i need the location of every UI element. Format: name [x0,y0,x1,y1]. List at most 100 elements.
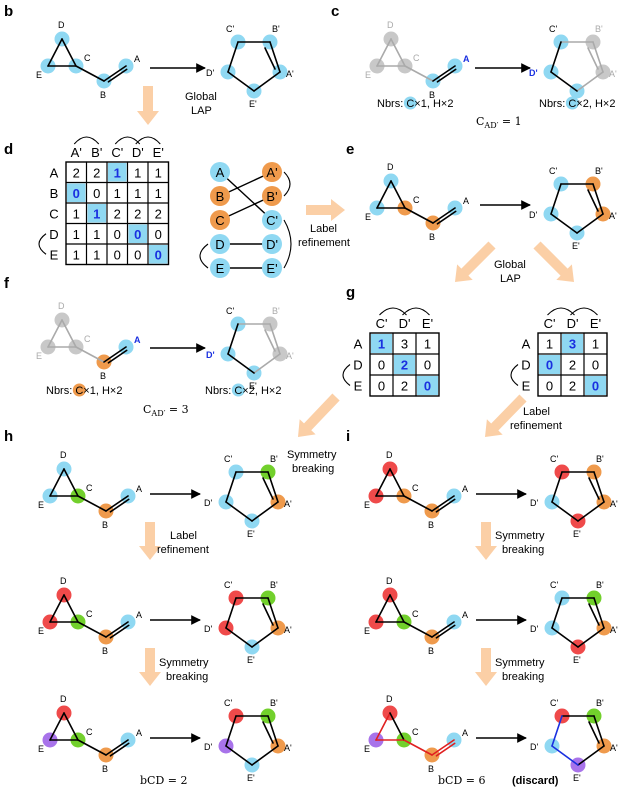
matrix-column-header: E' [590,316,601,331]
bond [577,745,605,766]
atom-label-c: C [412,727,419,737]
panel-label-c: c [331,3,339,20]
atom-label-a: A [463,54,470,64]
bond [403,621,433,638]
atom-label-a-prime: A' [286,351,294,361]
right-node [262,258,282,278]
matrix-cell-value: 2 [93,165,100,180]
bond [403,495,433,512]
bond [47,38,63,67]
panel-label-i: i [346,428,350,445]
atom-label-e-prime: E' [572,241,580,251]
bond [251,501,279,522]
bond [227,41,239,73]
matrix-cell-value: 2 [134,206,141,221]
matrix-column-header: E' [422,316,433,331]
bond [267,715,279,747]
highlight-cell [539,355,560,374]
product-molecule: A'B'C'D'E' [530,454,618,539]
matrix-row-header: D [521,358,530,373]
bond [267,597,279,629]
arrow-label-symmetry: Symmetry [287,449,337,461]
atom-label-a: A [136,728,142,738]
atom-label-c: C [84,334,91,344]
atom-label-d-prime: D' [530,742,538,752]
bond [431,621,455,638]
atom-label-a-prime: A' [610,625,618,635]
atom-label-a: A [462,484,468,494]
atom-label-e: E [364,500,370,510]
atom-label-d: D [386,576,393,586]
bond [269,323,281,355]
atom-label-b: B [428,764,434,774]
matrix-cell-value: 1 [546,337,553,352]
atom-label-d: D [387,20,394,30]
arrow-label-refinement: refinement [298,237,350,249]
process-arrow [455,241,496,282]
matrix-cell-value: 2 [73,165,80,180]
bond [551,715,563,747]
atom-label-c: C [86,727,93,737]
atom-label-e-prime: E' [573,529,581,539]
product-molecule: A'B'C'D'E' [206,24,294,109]
process-arrow [485,394,527,437]
bond [576,213,604,234]
double-bond [109,742,130,757]
double-bond [587,47,599,70]
matrix-cell-value: 1 [155,186,162,201]
double-bond [436,68,457,83]
bond [593,471,605,503]
bond [404,207,434,224]
left-node [210,162,230,182]
process-arrow [475,648,497,686]
atom-label-d: D [387,162,394,172]
bond [592,183,604,215]
matrix-column-header: D' [567,316,579,331]
product-molecule: A'B'C'D'E' [530,698,618,783]
left-node-label: B [216,189,225,204]
process-arrow [475,522,497,560]
highlight-cell [417,376,438,395]
bond [105,739,129,756]
atom-label-c: C [412,609,419,619]
atom-label-a-prime: A' [284,499,292,509]
bond [225,471,237,503]
matrix-cell-value: 0 [592,379,599,394]
atom-label-e-prime: E' [247,773,255,783]
matrix-cell-value: 1 [134,165,141,180]
symmetry-arc [570,307,598,316]
bond [550,183,562,215]
atom-label-a: A [134,335,141,345]
atom-label-c-prime: C' [550,698,558,708]
atom-label-a: A [134,54,140,64]
double-bond [262,721,274,744]
atom-label-d: D [60,576,67,586]
atom-label-d-prime: D' [206,68,214,78]
matrix-cell-value: 1 [114,186,121,201]
highlight-cell [67,183,86,202]
arrow-label-refinement: refinement [510,420,562,432]
product-molecule: A'B'C'D'E' [529,24,617,109]
bond [551,745,579,766]
matrix-cell-value: 0 [546,379,553,394]
cost-label-f: CAD′ = 3 [143,403,189,418]
left-node [210,186,230,206]
atom-label-b-prime: B' [596,454,604,464]
product-molecule: A'B'C'D'E' [204,454,292,539]
highlight-cell [562,334,583,353]
atom-label-b-prime: B' [272,306,280,316]
bond [77,739,107,756]
matrix-cell-value: 0 [93,186,100,201]
bond [253,353,281,374]
process-arrow [137,86,159,125]
atom-label-a-prime: A' [610,499,618,509]
atom-label-e-prime: E' [247,655,255,665]
matrix-column-header: D' [399,316,411,331]
atom-label-b-prime: B' [596,580,604,590]
atom-label-b-prime: B' [270,580,278,590]
matrix-row-header: B [50,186,59,201]
bond [225,597,237,629]
